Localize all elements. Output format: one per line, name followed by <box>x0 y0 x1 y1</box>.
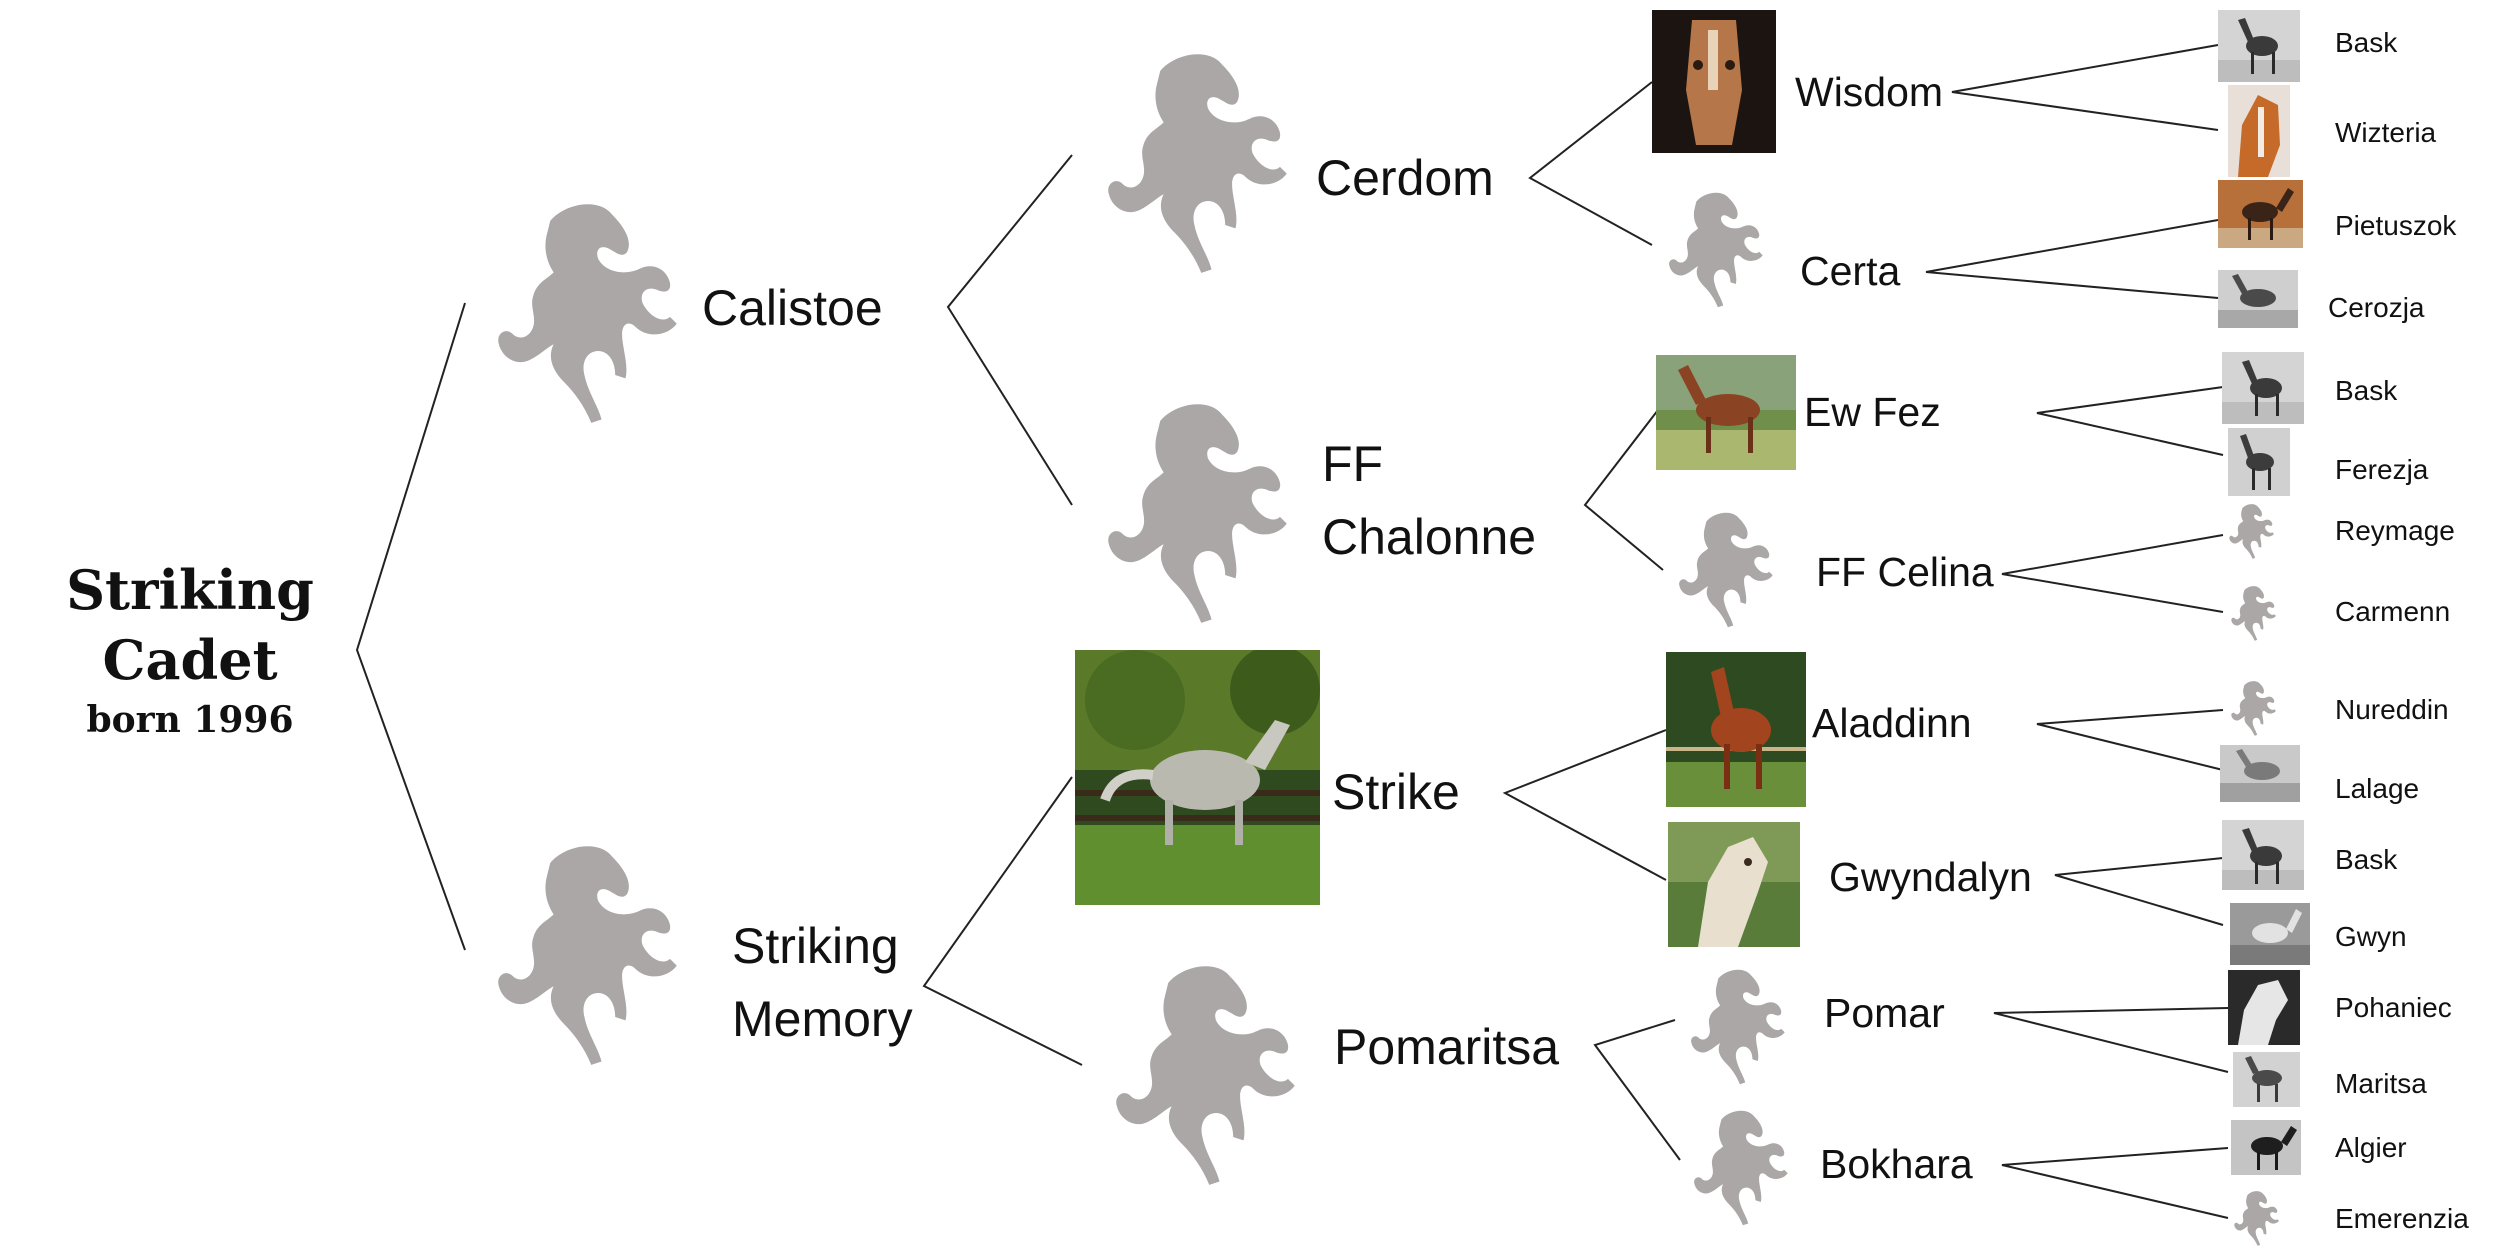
root-horse: Striking Cadet born 1996 <box>55 555 325 741</box>
photo-bask <box>2222 352 2304 424</box>
gen4-name-pietuszok: Pietuszok <box>2335 210 2457 241</box>
gen1-name-striking-memory: Striking Memory <box>732 918 913 1047</box>
connector-ff-celina <box>2001 534 2224 613</box>
connector-wisdom <box>1951 44 2219 131</box>
photo-bask <box>2222 820 2304 890</box>
gen4-name-carmenn: Carmenn <box>2335 596 2451 627</box>
gen4-name-pohaniec: Pohaniec <box>2335 992 2452 1023</box>
connector-striking-memory <box>922 776 1083 1066</box>
gen4-name-maritsa: Maritsa <box>2335 1068 2427 1099</box>
connector-gwyndalyn <box>2054 857 2224 926</box>
photo-wisdom <box>1652 10 1776 153</box>
gen3-name-certa: Certa <box>1800 248 1901 294</box>
gen4-name-nureddin: Nureddin <box>2335 694 2449 725</box>
connector-ew-fez <box>2036 386 2224 456</box>
rearing-horse-silhouette-icon <box>462 822 700 1070</box>
gen4-name-reymage: Reymage <box>2335 515 2455 546</box>
connector-root <box>355 302 466 951</box>
rearing-horse-silhouette-icon <box>2225 1185 2285 1247</box>
rearing-horse-silhouette-icon <box>2222 580 2282 642</box>
photo-algier <box>2231 1120 2301 1175</box>
rearing-horse-silhouette-icon <box>2220 498 2280 560</box>
gen4-name-gwyn: Gwyn <box>2335 921 2407 952</box>
connector-cerdom <box>1528 81 1653 246</box>
rearing-horse-silhouette-icon <box>1080 942 1318 1190</box>
gen4-name-wizteria: Wizteria <box>2335 117 2437 148</box>
gen4-name-lalage: Lalage <box>2335 773 2420 804</box>
gen2-name-ff-chalonne: FF Chalonne <box>1322 436 1537 565</box>
photo-gwyn <box>2230 903 2310 965</box>
connector-strike <box>1502 729 1667 881</box>
photo-pietuszok <box>2218 180 2303 248</box>
rearing-horse-silhouette-icon <box>2222 675 2282 737</box>
rearing-horse-silhouette-icon <box>462 180 700 428</box>
rearing-horse-silhouette-icon <box>1660 500 1785 630</box>
connector-certa <box>1925 219 2219 299</box>
rearing-horse-silhouette-icon <box>1072 30 1310 278</box>
gen2-name-cerdom: Cerdom <box>1316 150 1494 206</box>
gen4-name-bask: Bask <box>2335 844 2398 875</box>
rearing-horse-silhouette-icon <box>1675 1098 1800 1228</box>
gen1-name-calistoe: Calistoe <box>702 280 883 336</box>
connector-pomaritsa <box>1593 1019 1681 1161</box>
photo-cerozja <box>2218 270 2298 328</box>
photo-gwyndalyn <box>1668 822 1800 947</box>
photo-bask <box>2218 10 2300 82</box>
photo-lalage <box>2220 745 2300 802</box>
photo-pohaniec <box>2228 970 2300 1045</box>
photo-strike <box>1075 650 1320 905</box>
connector-calistoe <box>946 154 1073 506</box>
gen2-name-pomaritsa: Pomaritsa <box>1334 1019 1560 1075</box>
gen4-name-emerenzia: Emerenzia <box>2335 1203 2469 1234</box>
gen3-name-wisdom: Wisdom <box>1795 69 1944 115</box>
photo-maritsa <box>2233 1052 2300 1107</box>
connector-bokhara <box>2001 1147 2229 1219</box>
root-horse-name: Striking Cadet <box>66 558 314 693</box>
gen3-name-ff-celina: FF Celina <box>1816 549 1994 595</box>
rearing-horse-silhouette-icon <box>1072 380 1310 628</box>
gen3-name-pomar: Pomar <box>1824 990 1945 1036</box>
connector-pomar <box>1993 1007 2229 1073</box>
gen4-name-algier: Algier <box>2335 1132 2407 1163</box>
gen4-name-cerozja: Cerozja <box>2328 292 2425 323</box>
rearing-horse-silhouette-icon <box>1672 957 1797 1087</box>
photo-aladdinn <box>1666 652 1806 807</box>
gen3-name-aladdinn: Aladdinn <box>1812 700 1972 746</box>
photo-ew-fez <box>1656 355 1796 470</box>
connector-aladdinn <box>2036 709 2224 771</box>
gen3-name-bokhara: Bokhara <box>1820 1141 1973 1187</box>
gen2-name-strike: Strike <box>1332 764 1460 820</box>
gen3-name-gwyndalyn: Gwyndalyn <box>1829 854 2032 900</box>
photo-ferezja <box>2228 428 2290 496</box>
rearing-horse-silhouette-icon <box>1650 180 1775 310</box>
gen4-name-bask: Bask <box>2335 27 2398 58</box>
gen4-name-bask: Bask <box>2335 375 2398 406</box>
connector-ff-chalonne <box>1583 409 1664 571</box>
gen4-name-ferezja: Ferezja <box>2335 454 2429 485</box>
gen3-name-ew-fez: Ew Fez <box>1804 389 1941 435</box>
photo-wizteria <box>2228 85 2290 177</box>
root-horse-birth-year: born 1996 <box>86 699 294 742</box>
